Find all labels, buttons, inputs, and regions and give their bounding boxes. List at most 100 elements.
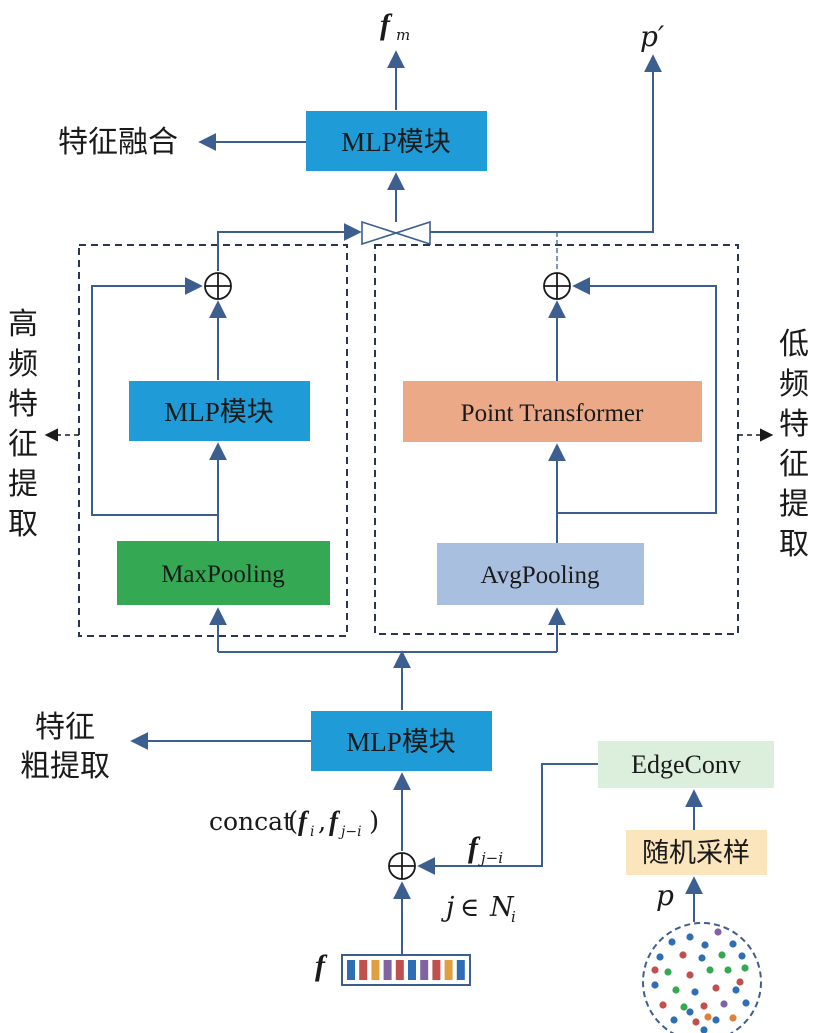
point-cloud-point <box>712 984 720 992</box>
fji-label: f j−i <box>468 831 503 867</box>
high-frequency-side-label: 高 频 特 征 提 取 <box>8 307 38 542</box>
point-cloud-point <box>651 981 659 989</box>
feature-vector-cell <box>347 960 355 980</box>
svg-text:特: 特 <box>8 387 38 422</box>
point-cloud-icon <box>642 922 762 1033</box>
high-branch-skip-connection <box>91 277 218 516</box>
point-cloud-point <box>736 978 744 986</box>
point-cloud-point <box>659 1001 667 1009</box>
low-branch-sum-icon <box>543 272 571 300</box>
point-cloud-point <box>729 1014 737 1022</box>
bottom-sum-icon <box>388 852 416 880</box>
feature-vector-cell <box>408 960 416 980</box>
svg-text:取: 取 <box>779 527 809 562</box>
low-frequency-side-label: 低 频 特 征 提 取 <box>779 327 809 562</box>
point-cloud-point <box>664 968 672 976</box>
input-p-label: p <box>656 879 674 912</box>
bottom-mlp-label: MLP模块 <box>346 727 456 757</box>
point-cloud-point <box>706 966 714 974</box>
fm-output-label: f m <box>380 8 410 44</box>
point-cloud-point <box>720 1000 728 1008</box>
point-cloud-point <box>701 941 709 949</box>
point-cloud-point <box>691 988 699 996</box>
merge-switch-icon <box>361 220 431 246</box>
point-cloud-point <box>712 1016 720 1024</box>
bottom-mlp-box <box>311 711 492 771</box>
svg-text:(: ( <box>288 807 298 837</box>
point-cloud-point <box>692 1018 700 1026</box>
high-branch-sum-icon <box>204 272 232 300</box>
input-f-label: f <box>315 949 328 982</box>
point-cloud-point <box>656 953 664 961</box>
high-frequency-module <box>78 244 348 637</box>
svg-text:m: m <box>396 26 410 44</box>
point-cloud-point <box>742 999 750 1007</box>
point-cloud-point <box>686 1008 694 1016</box>
point-cloud-point <box>668 938 676 946</box>
maxpooling-label: MaxPooling <box>161 561 285 588</box>
point-cloud-point <box>686 933 694 941</box>
svg-text:提: 提 <box>779 487 809 522</box>
point-cloud-point <box>724 966 732 974</box>
coarse-extraction-label-line2: 粗提取 <box>20 749 110 784</box>
svg-text:频: 频 <box>8 347 38 382</box>
point-cloud-point <box>741 964 749 972</box>
svg-text:,: , <box>318 807 326 837</box>
svg-text:j: j <box>441 892 454 923</box>
point-cloud-point <box>679 951 687 959</box>
p-prime-output-arrow <box>430 54 662 233</box>
low-branch-skip-connection <box>557 277 717 514</box>
feature-vector-cell <box>420 960 429 980</box>
avgpooling-label: AvgPooling <box>481 562 600 589</box>
svg-text:f: f <box>329 806 341 836</box>
svg-text:提: 提 <box>8 467 38 502</box>
svg-text:频: 频 <box>779 367 809 402</box>
point-cloud-point <box>738 952 746 960</box>
svg-text:j−i: j−i <box>478 849 503 867</box>
coarse-extraction-label-line1: 特征 <box>35 710 95 745</box>
point-cloud-point <box>670 1016 678 1024</box>
svg-text:征: 征 <box>8 427 38 462</box>
point-cloud-point <box>732 986 740 994</box>
feature-vector-cell <box>395 960 404 980</box>
avgpooling-box <box>437 543 644 605</box>
point-cloud-point <box>680 1003 688 1011</box>
feature-vector-cell <box>359 960 368 980</box>
edgeconv-to-sum-arrow <box>417 763 598 875</box>
point-cloud-point <box>718 951 726 959</box>
svg-text:高: 高 <box>8 307 38 342</box>
svg-text:i: i <box>310 824 314 840</box>
high-mlp-box <box>129 381 310 441</box>
high-branch-output-wire <box>217 223 362 271</box>
maxpooling-box <box>117 541 330 605</box>
input-feature-vector <box>341 954 471 986</box>
random-sampling-label: 随机采样 <box>642 838 750 869</box>
svg-text:f: f <box>298 806 310 836</box>
point-cloud-point <box>714 928 722 936</box>
point-cloud-point <box>698 954 706 962</box>
svg-text:∈: ∈ <box>460 893 479 923</box>
top-mlp-label: MLP模块 <box>341 127 451 157</box>
edgeconv-label: EdgeConv <box>631 750 741 779</box>
edgeconv-box <box>598 741 774 788</box>
svg-text:f: f <box>315 949 328 982</box>
p-prime-output-label: p′ <box>640 20 665 53</box>
feature-vector-cell <box>383 960 392 980</box>
point-cloud-point <box>700 1026 708 1033</box>
svg-text:concat: concat <box>209 807 293 836</box>
feature-vector-cell <box>432 960 441 980</box>
point-cloud-point <box>704 1013 712 1021</box>
point-transformer-box <box>403 381 702 442</box>
svg-text:特: 特 <box>779 407 809 442</box>
svg-text:征: 征 <box>779 447 809 482</box>
svg-text:f: f <box>468 831 481 864</box>
fusion-label: 特征融合 <box>58 125 178 160</box>
svg-text:取: 取 <box>8 507 38 542</box>
feature-vector-cell <box>456 960 465 980</box>
top-mlp-box <box>306 111 487 171</box>
point-cloud-point <box>729 940 737 948</box>
concat-label: concat ( f i , f j−i ) <box>209 806 379 840</box>
point-cloud-point <box>672 986 680 994</box>
feature-vector-cell <box>371 960 380 980</box>
